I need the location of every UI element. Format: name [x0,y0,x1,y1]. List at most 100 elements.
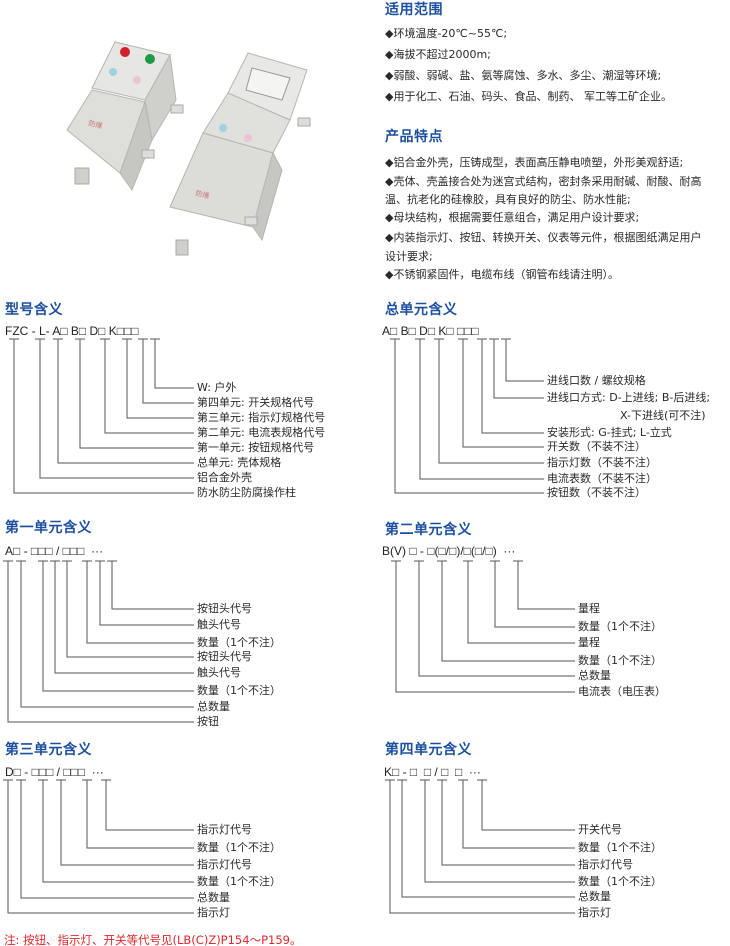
unit-one-label: 总数量 [197,700,230,713]
main-unit-connector-line [489,338,544,399]
scope-heading: 适用范围 [385,2,443,18]
svg-text:防爆: 防爆 [194,188,210,200]
model-code-connector-line [150,338,194,389]
unit-two-connector-line [437,560,575,662]
unit-four-label: 开关代号 [578,823,622,836]
unit-four-connector-line [458,779,575,849]
unit-four-code: K□ - □ □ / □ □ ··· [384,765,481,779]
model-code-label: 第一单元: 按钮规格代号 [197,441,315,454]
left-control-box-image: 防爆 [66,41,184,192]
unit-one-label: 数量（1个不注） [197,636,281,649]
main-unit-label: 进线口方式: D-上进线; B-后进线; [547,391,711,404]
model-code-code: FZC - L- A□ B□ D□ K□□□ [5,324,139,338]
unit-one-connector-line [3,560,194,723]
unit-three-connector-line [16,779,194,899]
main-unit-label: 电流表数（不装不注） [547,472,657,485]
unit-four-heading: 第四单元含义 [385,742,472,758]
unit-three-label: 总数量 [197,891,230,904]
feature-item: 温、抗老化的硅橡胶，具有良好的防尘、防水性能; [385,193,631,206]
unit-three-label: 指示灯代号 [197,823,252,836]
main-unit-code: A□ B□ D□ K□ □□□ [382,324,479,338]
unit-four-connector-line [397,779,575,898]
unit-three-connector-line [38,779,194,883]
feature-item: ◆不锈钢紧固件，电缆布线（钢管布线请注明）。 [385,268,619,281]
unit-one-connector-line [95,560,194,626]
model-code-connector-line [122,338,194,419]
unit-one-label: 触头代号 [197,618,241,631]
unit-one-label: 按钮头代号 [197,602,252,615]
main-unit-label-continuation: X-下进线(可不注) [620,409,706,422]
features-heading: 产品特点 [385,129,443,145]
model-code-connector-line [53,338,194,464]
footnote: 注: 按钮、指示灯、开关等代号见(LB(C)Z)P154～P159。 [4,933,302,946]
main-unit-connector-line [415,338,544,480]
model-code-heading: 型号含义 [5,302,63,318]
scope-item: ◆弱酸、弱碱、盐、氨等腐蚀、多水、多尘、潮湿等环境; [385,69,662,82]
unit-four-label: 指示灯代号 [578,858,633,871]
scope-item: ◆海拔不超过2000m; [385,48,491,61]
unit-two-connector-line [414,560,575,677]
model-code-label: 铝合金外壳 [197,471,252,484]
model-code-label: 第二单元: 电流表规格代号 [197,426,326,439]
model-code-connector-line [35,338,194,479]
unit-four-label: 指示灯 [578,906,611,919]
unit-three-connector-line [3,779,194,914]
main-unit-label: 安装形式: G-挂式; L-立式 [547,426,672,439]
unit-three-label: 数量（1个不注） [197,841,281,854]
unit-two-connector-line [513,560,575,610]
unit-three-label: 数量（1个不注） [197,875,281,888]
model-code-connector-line [100,338,194,434]
unit-one-connector-line [62,560,194,658]
unit-two-connector-line [463,560,575,644]
model-code-label: 防水防尘防腐操作柱 [197,486,296,499]
feature-item: ◆母块结构，根据需要任意组合，满足用户设计要求; [385,211,640,224]
main-unit-label: 按钮数（不装不注） [547,486,646,499]
right-control-box-image: 防爆 [169,52,311,256]
unit-four-label: 数量（1个不注） [578,875,662,888]
model-code-label: W: 户外 [197,381,237,394]
unit-two-connector-line [490,560,575,628]
model-code-connector-line [9,338,194,494]
unit-four-connector-line [385,779,575,914]
unit-one-connector-line [38,560,194,692]
pink-button-icon [133,76,141,84]
unit-four-connector-line [420,779,575,883]
feature-item: ◆铝合金外壳，压铸成型，表面高压静电喷塑，外形美观舒适; [385,156,684,169]
main-unit-label: 进线口数 / 螺纹规格 [547,374,646,387]
svg-text:防爆: 防爆 [87,118,103,130]
unit-one-label: 触头代号 [197,666,241,679]
unit-four-label: 数量（1个不注） [578,841,662,854]
unit-three-code: D□ - □□□ / □□□ ··· [5,765,104,779]
model-code-label: 第三单元: 指示灯规格代号 [197,411,326,424]
unit-two-label: 电流表（电压表） [578,685,666,698]
unit-one-connector-line [82,560,194,644]
green-indicator-icon [145,54,155,64]
model-code-label: 总单元: 壳体规格 [197,456,282,469]
unit-three-label: 指示灯 [197,906,230,919]
feature-item: ◆壳体、壳盖接合处为迷宫式结构，密封条采用耐碱、耐酸、耐高 [385,175,702,188]
unit-three-label: 指示灯代号 [197,858,252,871]
unit-one-connector-line [107,560,194,610]
unit-three-connector-line [82,779,194,849]
unit-four-connector-line [477,779,575,831]
unit-two-connector-line [391,560,575,693]
main-unit-connector-line [501,338,544,382]
unit-two-label: 数量（1个不注） [578,654,662,667]
unit-two-heading: 第二单元含义 [385,522,472,538]
model-code-connector-line [138,338,194,404]
meter-icon [245,67,291,101]
red-indicator-icon [120,47,130,57]
unit-one-label: 按钮头代号 [197,650,252,663]
unit-three-connector-line [101,779,194,831]
unit-one-code: A□ - □□□ / □□□ ··· [5,544,104,558]
main-unit-connector-line [458,338,544,448]
unit-one-label: 数量（1个不注） [197,684,281,697]
unit-four-label: 总数量 [578,890,611,903]
main-unit-connector-line [434,338,544,464]
unit-two-label: 数量（1个不注） [578,620,662,633]
scope-item: ◆用于化工、石油、码头、食品、制药、 军工等工矿企业。 [385,90,672,103]
model-code-connector-line [75,338,194,449]
unit-two-code: B(V) □ - □(□/□)/□(□/□) ··· [382,544,516,558]
